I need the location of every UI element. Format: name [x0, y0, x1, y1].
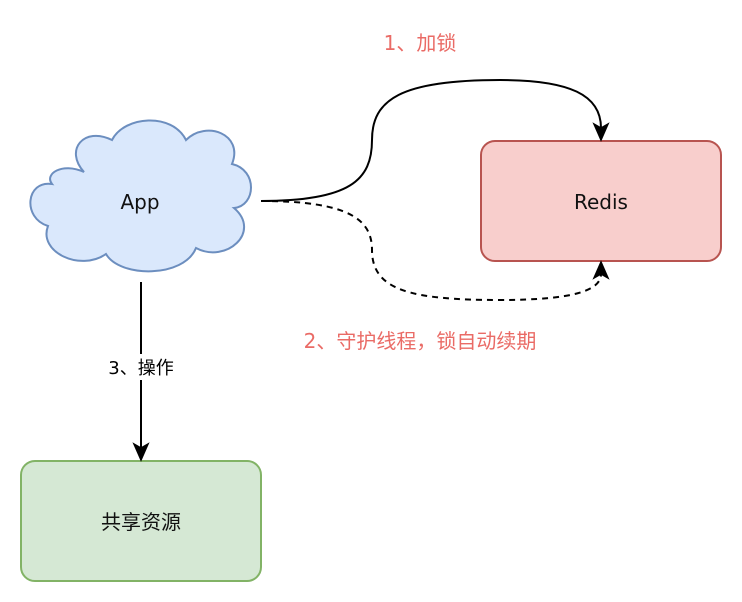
app-label: App — [120, 190, 159, 214]
watchdog-edge-label: 2、守护线程，锁自动续期 — [304, 329, 537, 353]
shared-resource-label: 共享资源 — [101, 510, 181, 534]
redis-node[interactable]: Redis — [480, 140, 722, 262]
app-cloud-shape — [29, 119, 252, 273]
operate-label-background — [100, 354, 182, 380]
app-node[interactable]: App — [29, 119, 252, 273]
lock-arrowhead — [592, 122, 610, 142]
watchdog-connector — [260, 200, 602, 302]
operate-edge-label: 3、操作 — [108, 358, 173, 379]
operate-arrowhead — [132, 442, 150, 462]
watchdog-arrowhead — [592, 260, 610, 280]
lock-edge — [260, 78, 610, 202]
lock-connector — [260, 78, 602, 202]
lock-edge-label: 1、加锁 — [384, 31, 457, 55]
redis-label: Redis — [574, 190, 628, 214]
watchdog-edge — [260, 200, 610, 302]
shared-resource-node[interactable]: 共享资源 — [20, 460, 262, 582]
